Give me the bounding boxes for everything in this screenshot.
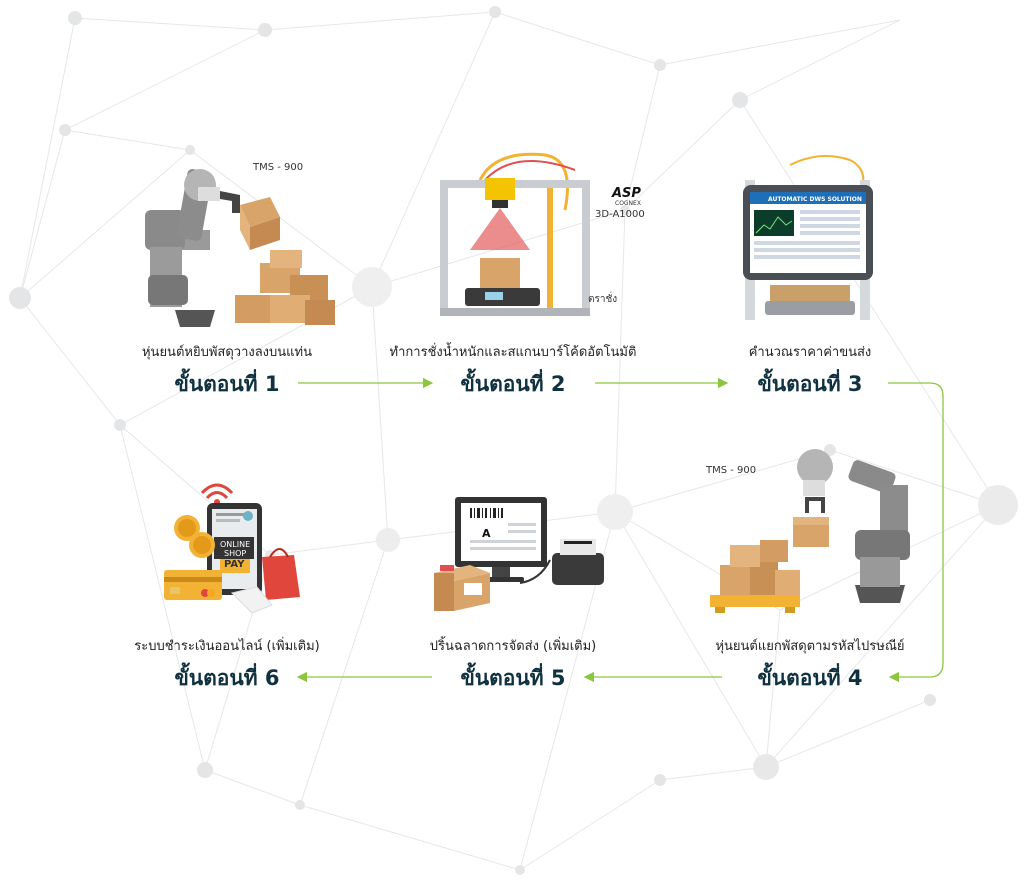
robot-arm-illustration [145,169,335,327]
wifi-icon [200,483,234,505]
step-2-title: ขั้นตอนที่ 2 [460,372,566,396]
sorting-robot-illustration [710,449,910,613]
step-2-caption: ทำการชั่งน้ำหนักและสแกนบาร์โค้ดอัตโนมัติ [389,345,637,360]
step-3-caption: คำนวณราคาค่าขนส่ง [748,345,872,360]
step-3: คำนวณราคาค่าขนส่ง ขั้นตอนที่ 3 [660,344,960,401]
arrow-3-to-4 [888,382,944,683]
scale-label: ตราชั่ง [588,294,618,305]
pallet-boxes [720,540,800,595]
held-box [240,197,280,250]
step-1-caption: หุ่นยนต์หยิบพัสดุวางลงบนแท่น [141,345,313,360]
step-4-caption: หุ่นยนต์แยกพัสดุตามรหัสไปรษณีย์ [715,639,905,654]
step-4-title: ขั้นตอนที่ 4 [757,666,863,690]
shipping-box [434,565,490,611]
label-letter: A [482,527,491,540]
step-1: หุ่นยนต์หยิบพัสดุวางลงบนแท่น ขั้นตอนที่ … [77,344,377,401]
step-6-title: ขั้นตอนที่ 6 [174,666,280,690]
cognex-brand-logo: COGNEX [615,200,641,207]
coin-icon [174,515,215,558]
step-4: หุ่นยนต์แยกพัสดุตามรหัสไปรษณีย์ ขั้นตอนท… [660,638,960,695]
label-printer-illustration [434,497,604,611]
robot-model-label-4: TMS - 900 [706,465,757,476]
step-2: ทำการชั่งน้ำหนักและสแกนบาร์โค้ดอัตโนมัติ… [363,344,663,401]
online-payment-illustration [164,483,300,614]
step-6: ระบบชำระเงินออนไลน์ (เพิ่มเติม) ขั้นตอนท… [77,638,377,695]
dws-monitor-illustration [743,155,873,320]
step-5-title: ขั้นตอนที่ 5 [460,666,566,690]
robot-model-label-1: TMS - 900 [253,162,304,173]
shop-pay-text: PAY [224,559,245,570]
shop-shop-text: SHOP [224,549,247,558]
scanner-model-label: 3D-A1000 [595,209,645,220]
step-1-title: ขั้นตอนที่ 1 [174,372,280,396]
step-5-caption: ปริ้นฉลาดการจัดส่ง (เพิ่มเติม) [429,639,597,654]
step-5: ปริ้นฉลาดการจัดส่ง (เพิ่มเติม) ขั้นตอนที… [363,638,663,695]
asp-brand-logo: ASP [612,186,641,201]
box-pile [235,250,335,325]
shop-online-text: ONLINE [220,540,251,549]
step-3-title: ขั้นตอนที่ 3 [757,372,863,396]
step-6-caption: ระบบชำระเงินออนไลน์ (เพิ่มเติม) [134,639,320,654]
scanner-frame-illustration [440,152,590,316]
gripped-box [793,517,829,547]
dws-screen-title: AUTOMATIC DWS SOLUTION [768,196,862,203]
